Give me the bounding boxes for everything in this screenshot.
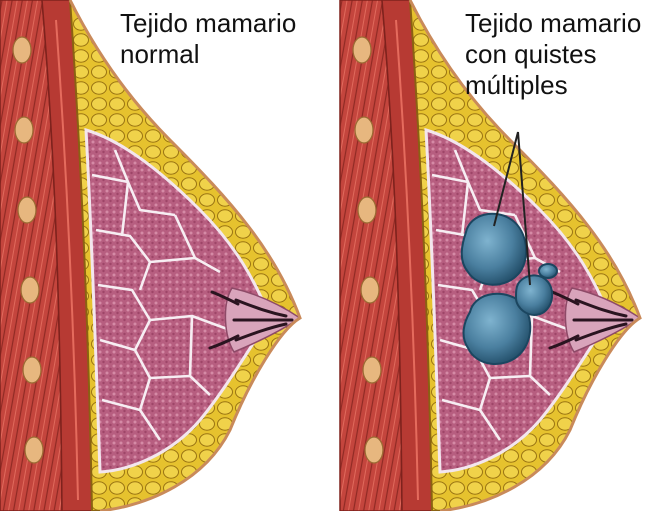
label-normal-line-2: normal	[120, 39, 296, 70]
label-normal-line-1: Tejido mamario	[120, 8, 296, 39]
label-cyst-line-3: múltiples	[465, 70, 641, 101]
cyst-small	[539, 264, 557, 278]
normal-breast-illustration	[0, 0, 300, 511]
label-cyst-tissue: Tejido mamario con quistes múltiples	[465, 8, 641, 101]
cyst-medium	[516, 275, 552, 314]
label-normal-tissue: Tejido mamario normal	[120, 8, 296, 70]
label-cyst-line-2: con quistes	[465, 39, 641, 70]
label-cyst-line-1: Tejido mamario	[465, 8, 641, 39]
